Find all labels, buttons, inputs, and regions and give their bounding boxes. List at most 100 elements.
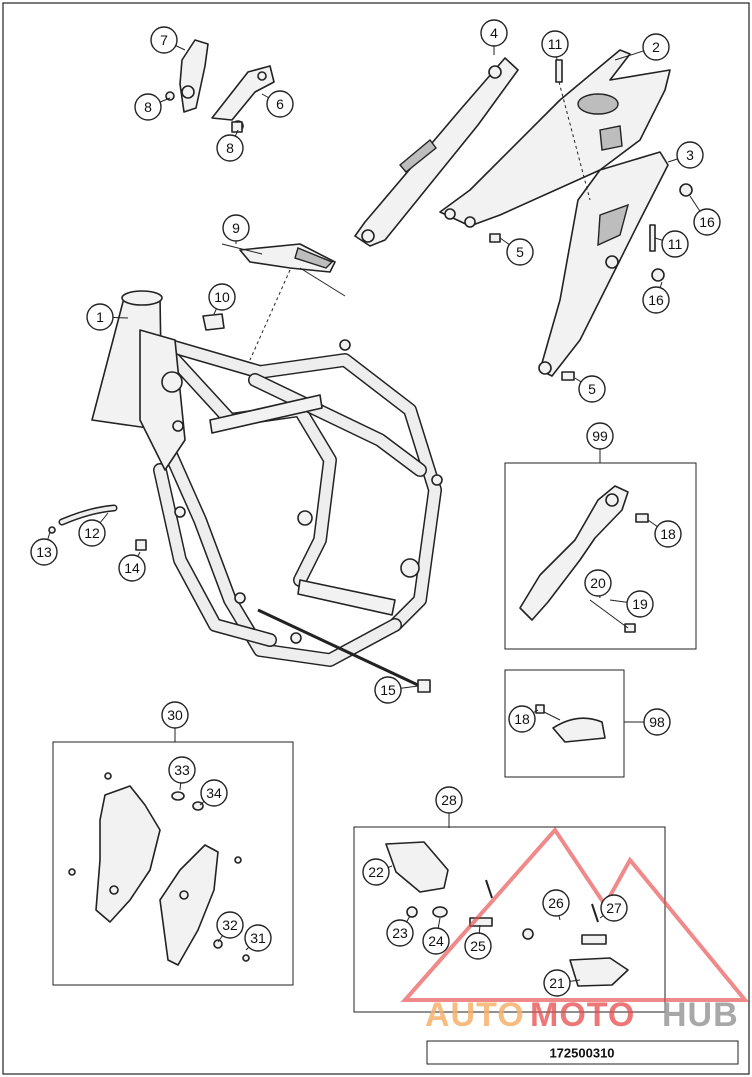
callout-circle xyxy=(642,33,670,61)
callout-circle xyxy=(578,375,606,403)
callout-label: 27 xyxy=(606,900,622,916)
watermark-hub: HUB xyxy=(662,996,739,1034)
callout-15: 15 xyxy=(374,676,419,704)
callout-circle xyxy=(222,214,250,242)
callout-label: 15 xyxy=(380,682,396,698)
callout-label: 1 xyxy=(96,309,104,325)
callout-label: 7 xyxy=(160,32,168,48)
callout-label: 34 xyxy=(206,785,222,801)
callout-label: 23 xyxy=(392,925,408,941)
callout-33: 33 xyxy=(168,756,196,791)
callout-label: 22 xyxy=(368,864,384,880)
callout-label: 16 xyxy=(648,292,664,308)
callout-circle xyxy=(422,927,450,955)
callout-circle xyxy=(216,911,244,939)
callout-11: 11 xyxy=(541,30,569,61)
callout-label: 11 xyxy=(668,236,683,252)
drawing-number: 172500310 xyxy=(549,1046,614,1061)
callout-label: 13 xyxy=(36,544,52,560)
callout-circle xyxy=(600,894,628,922)
callout-98: 98 xyxy=(624,708,671,736)
callout-16: 16 xyxy=(642,281,670,314)
callout-circle xyxy=(508,705,536,733)
kit-box-98 xyxy=(504,669,625,778)
callout-circle xyxy=(266,90,294,118)
callout-1: 1 xyxy=(86,303,129,331)
callout-19: 19 xyxy=(609,590,654,618)
callout-label: 19 xyxy=(632,596,648,612)
callout-circle xyxy=(586,422,614,450)
part-3-side-bracket xyxy=(538,151,669,377)
callout-label: 2 xyxy=(652,39,660,55)
callout-label: 30 xyxy=(167,707,183,723)
callout-circle xyxy=(30,538,58,566)
callout-3: 3 xyxy=(667,141,704,169)
callout-label: 32 xyxy=(222,917,238,933)
callout-label: 33 xyxy=(174,762,190,778)
watermark-logo: AUTO MOTO HUB xyxy=(400,826,750,1034)
callout-circle xyxy=(168,756,196,784)
callout-label: 25 xyxy=(470,938,486,954)
callout-circle xyxy=(216,134,244,162)
callout-circle xyxy=(626,590,654,618)
callout-circle xyxy=(464,932,492,960)
callout-label: 16 xyxy=(699,214,715,230)
callout-20: 20 xyxy=(584,569,612,599)
callout-30: 30 xyxy=(161,701,189,742)
callout-circle xyxy=(661,230,689,258)
callout-label: 18 xyxy=(660,526,676,542)
callout-circle xyxy=(118,554,146,582)
callout-label: 5 xyxy=(516,244,524,260)
callout-18: 18 xyxy=(647,519,682,548)
callout-label: 12 xyxy=(84,525,100,541)
part-9-bracket xyxy=(221,243,346,361)
callout-label: 6 xyxy=(276,96,284,112)
callout-circle xyxy=(435,786,463,814)
callout-circle xyxy=(542,889,570,917)
callout-label: 5 xyxy=(588,381,596,397)
callout-circle xyxy=(480,19,508,47)
callout-circle xyxy=(643,708,671,736)
callout-11: 11 xyxy=(654,230,689,258)
watermark-auto: AUTO xyxy=(425,996,525,1034)
callout-13: 13 xyxy=(30,531,58,566)
callout-circle xyxy=(200,779,228,807)
callout-label: 4 xyxy=(490,25,498,41)
part-98-chain-slider xyxy=(535,704,606,743)
callout-31: 31 xyxy=(244,924,272,952)
callout-label: 8 xyxy=(226,140,234,156)
callout-25: 25 xyxy=(464,924,492,960)
main-frame xyxy=(91,290,443,667)
part-2-subframe-right xyxy=(439,49,671,228)
callout-26: 26 xyxy=(542,889,570,921)
callout-layer: 1234556788910111112131415161618181920212… xyxy=(30,19,721,997)
part-10-clip xyxy=(202,313,225,331)
callout-circle xyxy=(654,520,682,548)
callout-label: 20 xyxy=(590,575,606,591)
callout-label: 21 xyxy=(549,975,565,991)
callout-10: 10 xyxy=(208,283,236,315)
callout-circle xyxy=(584,569,612,597)
kit-box-28 xyxy=(353,826,666,1013)
callout-label: 14 xyxy=(124,560,140,576)
callout-32: 32 xyxy=(216,911,244,943)
callout-16: 16 xyxy=(689,195,721,236)
callout-circle xyxy=(642,286,670,314)
kit-box-99 xyxy=(504,462,697,650)
callout-7: 7 xyxy=(150,26,186,54)
part-30-frame-guards xyxy=(68,772,250,966)
callout-24: 24 xyxy=(422,917,450,955)
callout-circle xyxy=(506,238,534,266)
part-28-footrests xyxy=(385,841,629,987)
callout-label: 99 xyxy=(592,428,608,444)
callout-label: 9 xyxy=(232,220,240,236)
part-6-bracket xyxy=(211,65,275,132)
part-99-chain-guide xyxy=(519,485,649,633)
callout-circle xyxy=(543,969,571,997)
callout-5: 5 xyxy=(574,375,606,403)
callout-34: 34 xyxy=(199,779,228,807)
callout-5: 5 xyxy=(499,237,534,266)
callout-99: 99 xyxy=(586,422,614,463)
callout-circle xyxy=(150,26,178,54)
